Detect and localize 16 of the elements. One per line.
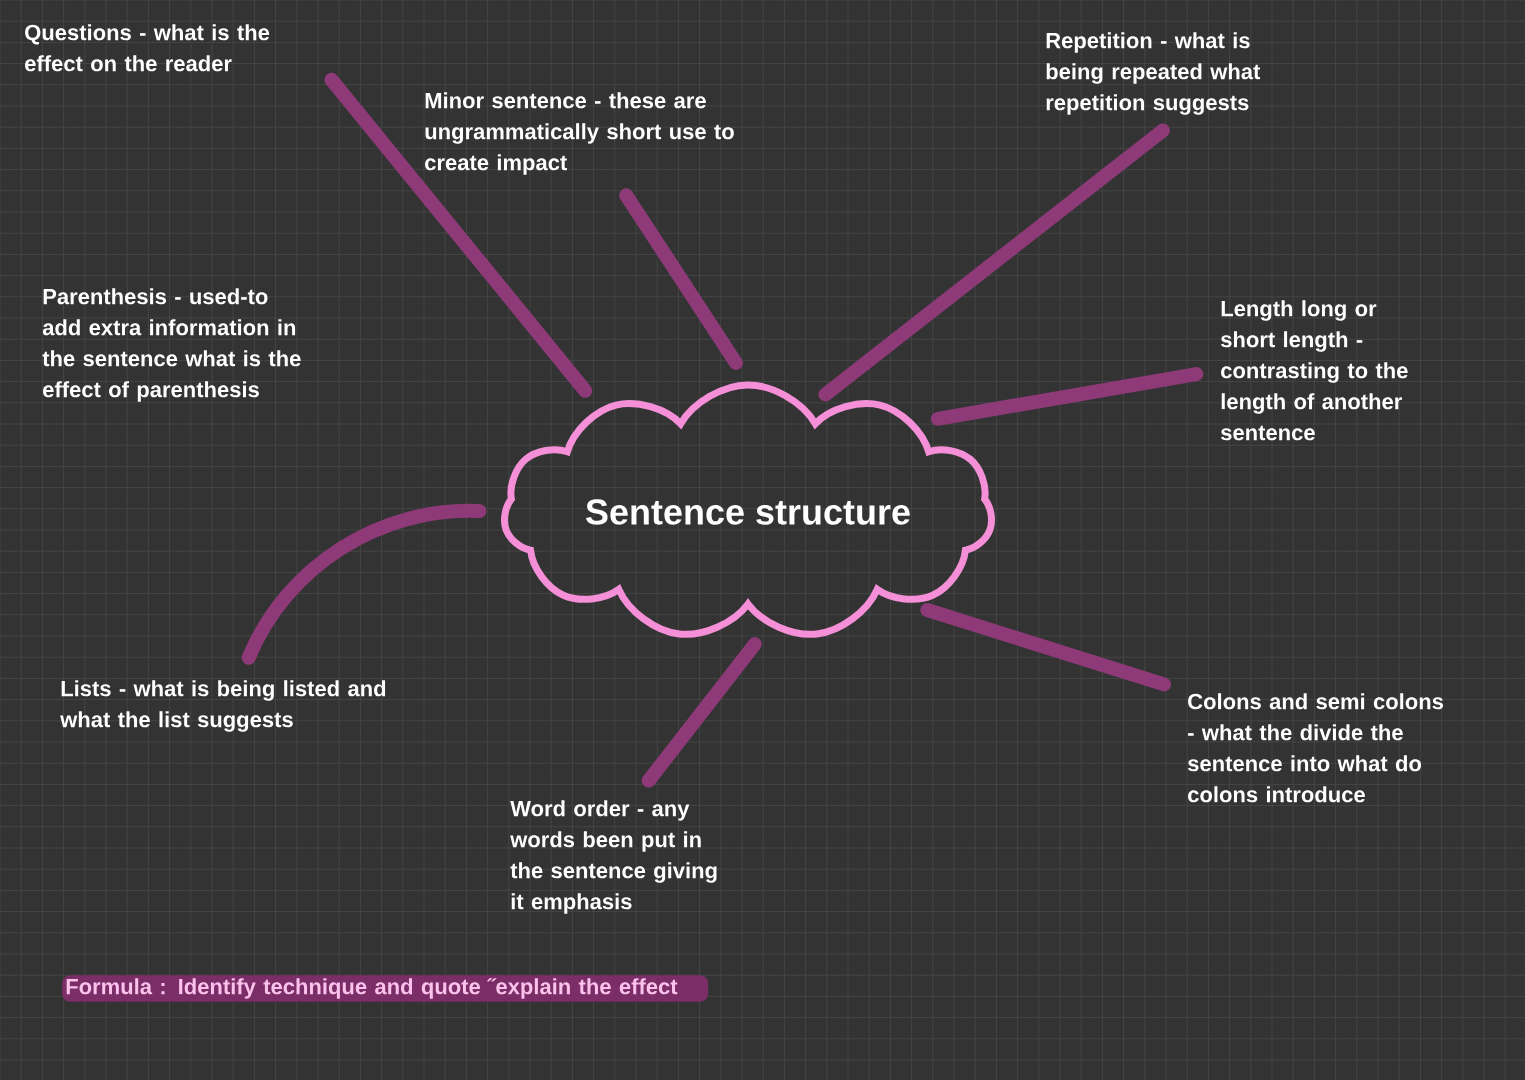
connector-line <box>641 637 762 788</box>
note-text: Minor sentence - these are ungrammatically short use to create impact <box>425 92 734 175</box>
connector-line <box>930 367 1204 426</box>
note-text: Repetition - what is being repeated what repetition suggests <box>1046 32 1261 115</box>
formula-text: Formula : Identify technique and quote ˝explain the effect <box>62 975 709 1002</box>
note-text: Parenthesis - used-to add extra information in the sentence what is the effect of parenthesis <box>42 288 301 402</box>
connector-line <box>818 123 1170 402</box>
connector-line <box>324 72 593 398</box>
connector-line <box>920 603 1172 692</box>
connector-line <box>241 504 487 665</box>
note-text: Length long or short length - contrasting to the length of another sentence <box>1221 300 1408 441</box>
connector-line <box>619 188 743 370</box>
note-text: Lists - what is being listed and what the list suggests <box>60 680 386 732</box>
note-text: Colons and semi colons - what the divide the sentence into what do colons introduce <box>1188 693 1443 803</box>
note-text: Word order - any words been put in the sentence giving it emphasis <box>510 800 717 914</box>
note-text: Questions - what is the effect on the reader <box>25 24 270 72</box>
